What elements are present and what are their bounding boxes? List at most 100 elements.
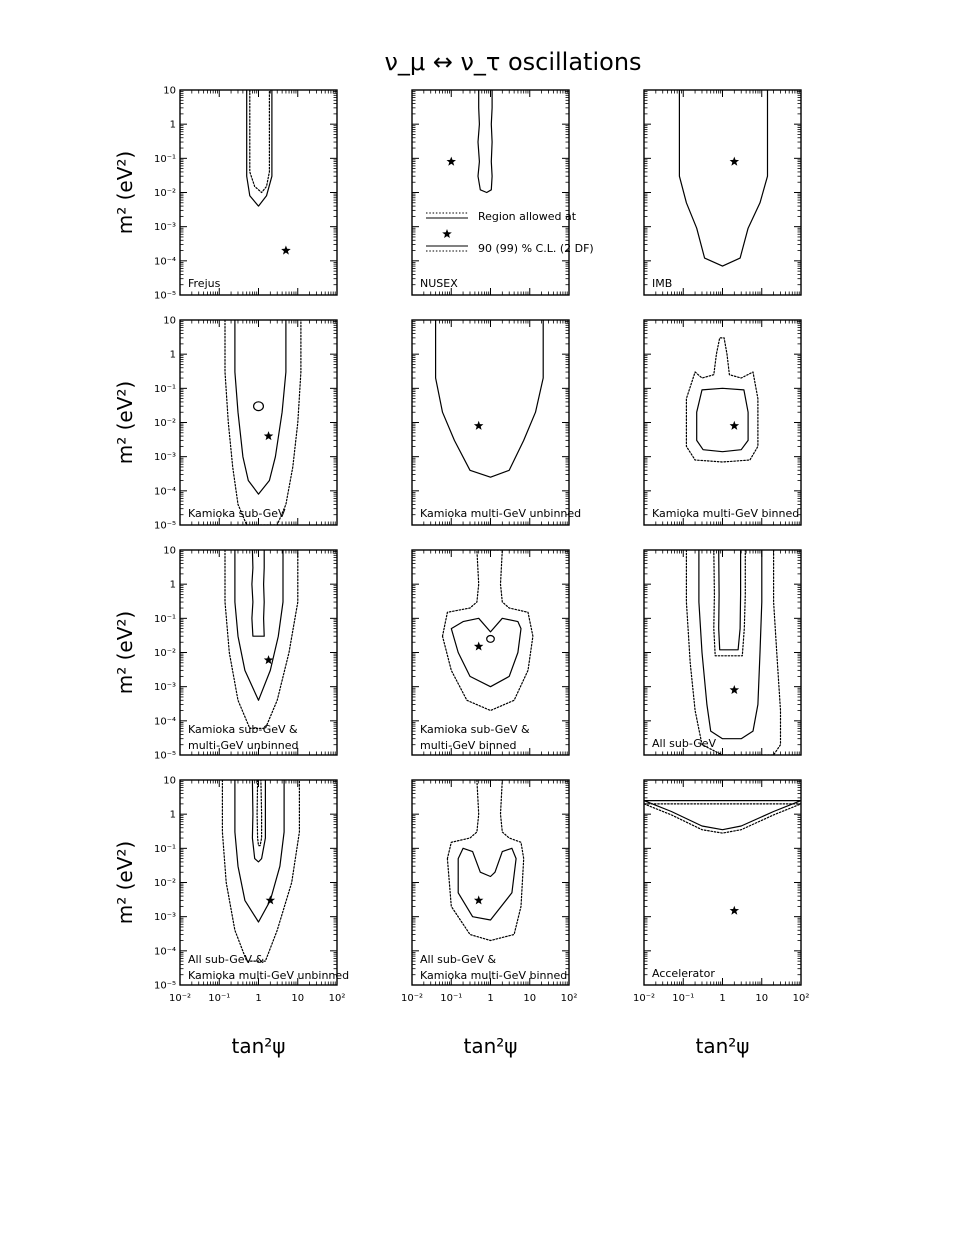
contour-99cl (644, 803, 801, 834)
y-tick-label: 10⁻⁴ (154, 486, 176, 497)
y-tick-label: 10⁻³ (154, 682, 176, 693)
best-fit-star (729, 905, 740, 915)
y-tick-label: 10⁻⁵ (154, 981, 176, 992)
panel-label-line2: multi-GeV unbinned (188, 739, 298, 752)
contour-90cl (644, 800, 801, 831)
x-tick-label: 10 (755, 993, 768, 1004)
contour-99cl (446, 780, 525, 942)
y-tick-label: 1 (170, 810, 176, 821)
panel-6: Kamioka multi-GeV binned (643, 319, 802, 526)
legend-star (442, 229, 452, 238)
best-fit-star (473, 895, 484, 905)
best-fit-star (263, 655, 274, 665)
y-tick-label: 10 (163, 316, 176, 327)
x-tick-label: 10⁻¹ (440, 993, 462, 1004)
contour-group (685, 337, 759, 463)
y-tick-label: 10 (163, 86, 176, 97)
contour-90cl (477, 90, 493, 194)
panel-label: NUSEX (420, 277, 458, 290)
contour-group (441, 550, 534, 712)
island-90cl (718, 550, 742, 651)
plot-frame (643, 549, 802, 756)
x-tick-label: 10² (561, 993, 578, 1004)
y-tick-label: 10⁻⁴ (154, 256, 176, 267)
contour-90cl (234, 320, 287, 495)
best-fit-star (263, 431, 274, 441)
contour-90cl (234, 550, 284, 701)
contour-99cl (221, 780, 300, 962)
panel-label: Kamioka sub-GeV & (420, 723, 530, 736)
contour-90cl (678, 90, 769, 267)
y-tick-label: 10⁻⁵ (154, 751, 176, 762)
legend: Region allowed at 90 (99) % C.L. (2 DF) (426, 210, 594, 255)
y-tick-label: 10⁻³ (154, 222, 176, 233)
panel-label: Kamioka multi-GeV binned (652, 507, 799, 520)
panel-grid: 10 1 10⁻¹ 10⁻² 10⁻³ 10⁻⁴ 10⁻⁵ m² (eV²) Frejus NUS… (113, 86, 809, 1059)
x-tick-label: 1 (719, 993, 725, 1004)
contour-90cl (435, 320, 544, 478)
x-tick-label: 1 (255, 993, 261, 1004)
panel-5: Kamioka multi-GeV unbinned (411, 319, 581, 526)
panel-label: All sub-GeV & (420, 953, 497, 966)
contour-99cl (249, 90, 270, 194)
y-tick-label: 10 (163, 546, 176, 557)
contour-group (221, 780, 300, 962)
x-tick-label: 10² (793, 993, 810, 1004)
y-tick-label: 10⁻⁵ (154, 291, 176, 302)
y-tick-label: 10⁻¹ (154, 614, 176, 625)
island-90cl (251, 550, 265, 637)
panel-label: All sub-GeV (652, 737, 716, 750)
y-tick-label: 10⁻² (154, 648, 176, 659)
contour-90cl (457, 847, 517, 921)
x-tick-label: 10⁻¹ (208, 993, 230, 1004)
panel-label: Kamioka sub-GeV (188, 507, 286, 520)
x-tick-label: 10² (329, 993, 346, 1004)
plot-frame (179, 89, 338, 296)
legend-text-2: 90 (99) % C.L. (2 DF) (478, 242, 594, 255)
y-tick-label: 1 (170, 580, 176, 591)
contour-group (246, 90, 273, 207)
best-fit-star (446, 156, 456, 166)
panel-label-line2: Kamioka multi-GeV unbinned (188, 969, 349, 982)
y-axis-label: m² (eV²) (113, 611, 137, 694)
x-tick-label: 10⁻² (401, 993, 423, 1004)
contour-99cl (441, 550, 534, 712)
plot-frame (643, 779, 802, 986)
y-axis-label: m² (eV²) (113, 841, 137, 924)
y-tick-label: 10⁻² (154, 418, 176, 429)
plot-frame (411, 89, 570, 296)
y-tick-label: 10⁻⁴ (154, 716, 176, 727)
panel-label: Frejus (188, 277, 221, 290)
x-tick-label: 1 (487, 993, 493, 1004)
x-tick-label: 10⁻¹ (672, 993, 694, 1004)
y-tick-label: 10⁻³ (154, 452, 176, 463)
panel-2: NUSEX Region allowed at 90 (99) % C.L. (2 … (411, 89, 594, 296)
contour-group (435, 320, 544, 478)
y-tick-label: 10⁻² (154, 188, 176, 199)
panel-9: All sub-GeV (643, 549, 802, 756)
y-tick-label: 10⁻⁴ (154, 946, 176, 957)
contour-group (446, 780, 525, 942)
island-90cl (253, 401, 265, 412)
y-axis-label: m² (eV²) (113, 381, 137, 464)
panel-label-line2: Kamioka multi-GeV binned (420, 969, 567, 982)
y-tick-label: 10⁻⁵ (154, 521, 176, 532)
contour-90cl (696, 387, 749, 453)
island-90cl (251, 780, 266, 863)
y-tick-label: 10⁻¹ (154, 384, 176, 395)
plot-frame (643, 319, 802, 526)
panel-label: Accelerator (652, 967, 715, 980)
legend-text-1: Region allowed at (478, 210, 577, 223)
contour-99cl (224, 550, 299, 729)
contour-90cl (698, 550, 763, 740)
contour-99cl (685, 337, 759, 463)
plot-frame (643, 89, 802, 296)
x-tick-label: 10⁻² (169, 993, 191, 1004)
x-axis-label: tan²ψ (464, 1034, 518, 1058)
contour-group (644, 800, 801, 834)
